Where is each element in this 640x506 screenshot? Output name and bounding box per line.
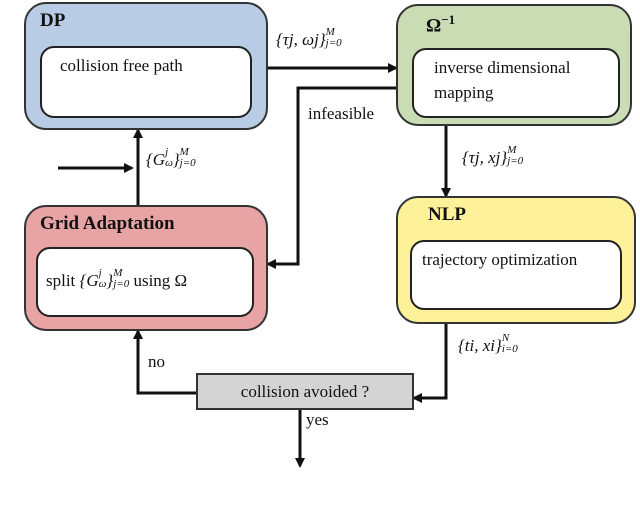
nlp-content-box: trajectory optimization: [410, 240, 622, 310]
dp-block: DP collision free path: [24, 2, 268, 130]
collision-check-decision: collision avoided ?: [196, 373, 414, 410]
dp-content: collision free path: [60, 56, 183, 75]
dp-content-box: collision free path: [40, 46, 252, 118]
dp-title: DP: [40, 10, 66, 31]
inverse-mapping-content-line1: inverse dimensional: [434, 58, 571, 77]
inverse-mapping-title: Ω−1: [426, 12, 456, 37]
nlp-content: trajectory optimization: [422, 250, 578, 269]
arrow-infeasible-to-grid: [266, 86, 396, 269]
inverse-mapping-content-box: inverse dimensional mapping: [412, 48, 620, 118]
arrow-nlp-to-decision: [412, 324, 448, 403]
decision-text: collision avoided ?: [240, 382, 370, 401]
nlp-block: NLP trajectory optimization: [396, 196, 636, 324]
nlp-title: NLP: [428, 204, 466, 225]
arrow-decision-no-to-grid: [133, 329, 196, 395]
label-yes: yes: [306, 410, 329, 429]
inverse-mapping-content-line2: mapping: [434, 83, 494, 102]
label-no: no: [148, 352, 165, 371]
grid-adaptation-title: Grid Adaptation: [40, 213, 175, 234]
label-infeasible: infeasible: [308, 104, 375, 123]
inverse-mapping-block: Ω−1 inverse dimensional mapping: [396, 4, 632, 126]
